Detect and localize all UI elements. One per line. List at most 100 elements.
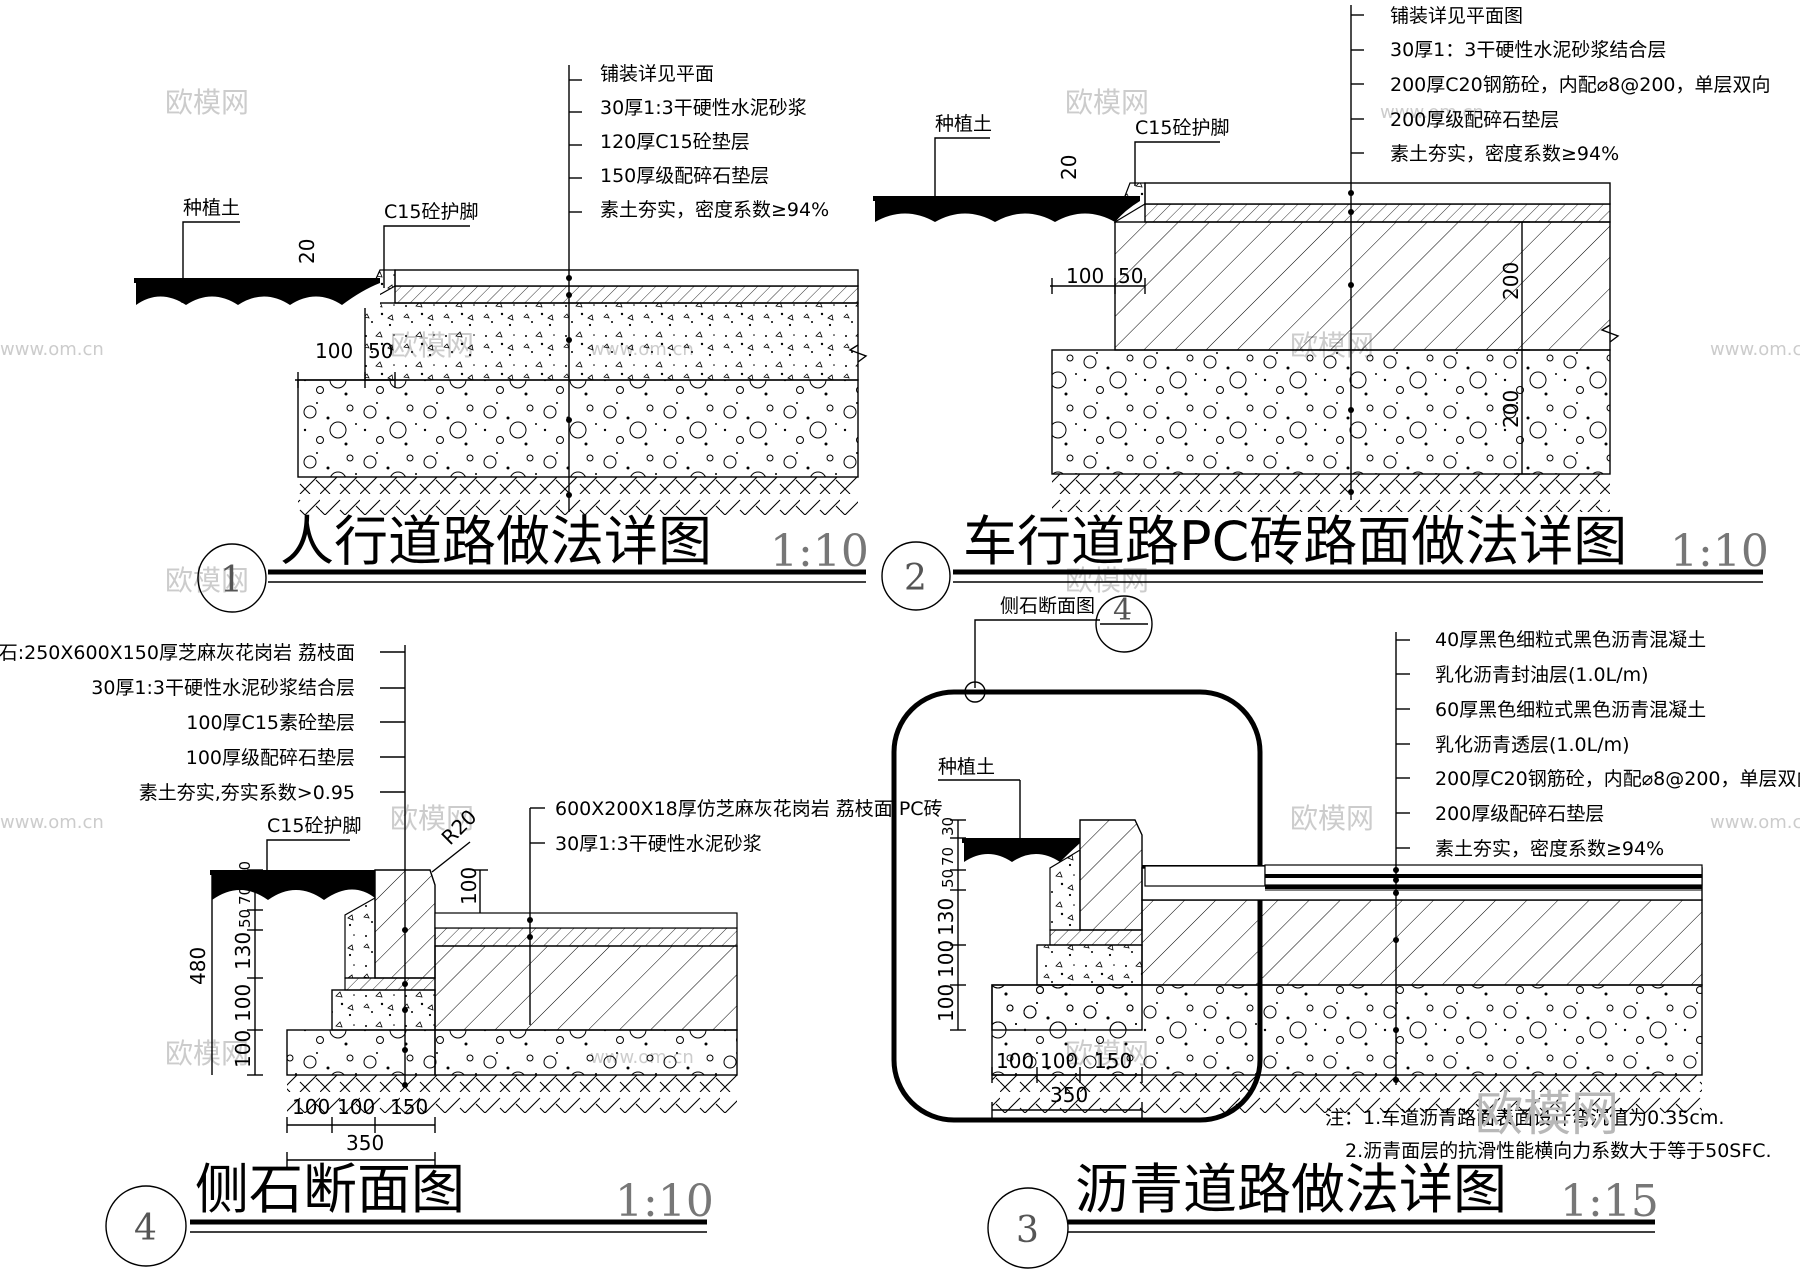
dimension-label: 50 xyxy=(1118,264,1143,288)
gravel-layer xyxy=(297,379,859,478)
dimension-label: 100 xyxy=(231,1030,255,1068)
pc-brick-layer xyxy=(434,912,738,929)
paving-layer xyxy=(394,269,859,287)
dimension-label: 100 xyxy=(934,940,958,978)
gravel-layer xyxy=(286,1029,436,1076)
detail-1-sidewalk-section: 铺装详见平面 30厚1:3干硬性水泥砂浆 120厚C15砼垫层 150厚级配碎石… xyxy=(134,63,869,613)
layer-label: 铺装详见平面图 xyxy=(1390,5,1523,27)
dimension-label: 50 xyxy=(939,869,957,888)
gravel-layer xyxy=(1051,349,1611,475)
concrete-layer xyxy=(364,302,859,381)
layer-ticks xyxy=(1396,639,1410,849)
compacted-soil-hatch xyxy=(1052,474,1610,512)
dimension-label: 350 xyxy=(346,1131,384,1155)
compacted-soil-hatch xyxy=(992,1075,1702,1113)
dimension-label: 30 xyxy=(236,861,254,880)
detail-3-asphalt-road-section: 侧石断面图 4 种植土 xyxy=(891,593,1800,1269)
detail-number: 3 xyxy=(1016,1210,1039,1251)
layer-label: 200厚级配碎石垫层 xyxy=(1435,803,1604,825)
dimension-ticks xyxy=(247,869,263,1076)
leader-line xyxy=(1134,141,1220,186)
detail-number-circle xyxy=(881,541,951,611)
mortar-layer xyxy=(394,285,859,304)
watermark-logo: 欧模网 xyxy=(1475,1086,1619,1142)
dimension-label: 200 xyxy=(1499,262,1523,300)
leader-line xyxy=(383,225,470,288)
layer-label: 200厚C20钢筋砼，内配⌀8@200，单层双向 xyxy=(1435,768,1800,790)
concrete-layer xyxy=(331,989,436,1031)
scale-label: 1:15 xyxy=(1560,1176,1659,1227)
leader-line xyxy=(182,221,240,300)
break-line xyxy=(1600,324,1620,343)
concrete-layer xyxy=(1036,944,1143,986)
leader-dots xyxy=(1348,190,1354,495)
watermark-url: www.om.cn xyxy=(1380,102,1484,123)
layer-label: 素土夯实，密度系数≥94% xyxy=(1390,143,1619,165)
leader-dots xyxy=(402,927,408,1088)
layer-label: 60厚黑色细粒式黑色沥青混凝土 xyxy=(1435,699,1706,721)
gravel-layer xyxy=(434,1029,738,1076)
layer-label: 素土夯实,夯实系数>0.95 xyxy=(139,782,355,804)
dimension-label: 30 xyxy=(939,817,957,836)
detail-number-circle xyxy=(197,543,267,613)
watermark: 欧模网 xyxy=(1065,86,1149,119)
watermark: 欧模网 xyxy=(165,1037,249,1070)
detail-title: 侧石断面图 xyxy=(195,1158,465,1221)
layer-label: 30厚1:3干硬性水泥砂浆结合层 xyxy=(91,677,355,699)
watermark-url: www.om.cn xyxy=(1710,339,1800,360)
dimension-label: 70 xyxy=(939,847,957,866)
planting-soil-bumps xyxy=(212,875,375,900)
detail-4-curb-section: 侧石:250X600X150厚芝麻灰花岗岩 荔枝面 30厚1:3干硬性水泥砂浆结… xyxy=(0,642,943,1267)
layer-label: 200厚C20钢筋砼，内配⌀8@200，单层双向 xyxy=(1390,74,1771,96)
break-line xyxy=(848,344,868,363)
dimension-label: 100 xyxy=(292,1095,330,1119)
dimension-label: 100 xyxy=(996,1049,1034,1073)
layer-ticks xyxy=(569,79,582,213)
paving-layer xyxy=(1144,182,1611,205)
layer-label: 乳化沥青透层(1.0L/m) xyxy=(1435,734,1630,756)
scale-label: 1:10 xyxy=(615,1176,714,1227)
mortar-layer xyxy=(1049,929,1143,946)
mortar-layer xyxy=(434,927,738,947)
watermark: 欧模网 xyxy=(165,86,249,119)
note-line: 注：1.车道沥青路面表面设计弯沉值为0.35cm. xyxy=(1325,1107,1724,1129)
detail-number: 4 xyxy=(134,1208,157,1249)
dimension-label: 100 xyxy=(934,984,958,1022)
dimension-label: 100 xyxy=(337,1095,375,1119)
watermark: 欧模网 xyxy=(390,802,474,835)
detail-number: 2 xyxy=(904,558,927,599)
reinforced-concrete-layer xyxy=(1141,899,1703,986)
detail-title: 人行道路做法详图 xyxy=(280,510,712,573)
planting-soil-strip xyxy=(962,838,1080,843)
dimension-label: 100 xyxy=(1066,264,1104,288)
leader-line xyxy=(934,137,990,215)
dimension-label: 100 xyxy=(1040,1049,1078,1073)
detail-2-vehicle-pc-brick-section: 铺装详见平面图 30厚1：3干硬性水泥砂浆结合层 200厚C20钢筋砼，内配⌀8… xyxy=(873,5,1771,611)
watermark-url: www.om.cn xyxy=(0,812,104,833)
dimension-label: 480 xyxy=(186,947,210,985)
detail-number: 1 xyxy=(220,560,243,601)
layer-label: 200厚级配碎石垫层 xyxy=(1390,109,1559,131)
dimension-label: 200 xyxy=(1499,390,1523,428)
dimension-label: 130 xyxy=(934,898,958,936)
callout-label: 侧石断面图 xyxy=(1000,595,1095,617)
planting-soil-label: 种植土 xyxy=(935,113,992,135)
dimension-label: 20 xyxy=(1057,155,1081,180)
compacted-soil-hatch xyxy=(287,1075,737,1113)
dimension-label: 150 xyxy=(390,1095,428,1119)
paving-label: 30厚1:3干硬性水泥砂浆 xyxy=(555,833,762,855)
granite-curb xyxy=(1079,819,1143,931)
mortar-layer xyxy=(1144,203,1611,223)
watermark-url: www.om.cn xyxy=(1710,812,1800,833)
layer-ticks xyxy=(1351,14,1364,154)
callout-ref-number: 4 xyxy=(1113,593,1132,628)
scale-label: 1:10 xyxy=(770,526,869,577)
gravel-layer xyxy=(991,984,1143,1031)
curb-toe-label: C15砼护脚 xyxy=(384,201,478,223)
dimension-label: 50 xyxy=(368,339,393,363)
detail-title: 沥青道路做法详图 xyxy=(1075,1158,1507,1221)
watermark: 欧模网 xyxy=(165,564,249,597)
radius-leader xyxy=(431,841,471,873)
layer-ticks xyxy=(380,651,405,793)
